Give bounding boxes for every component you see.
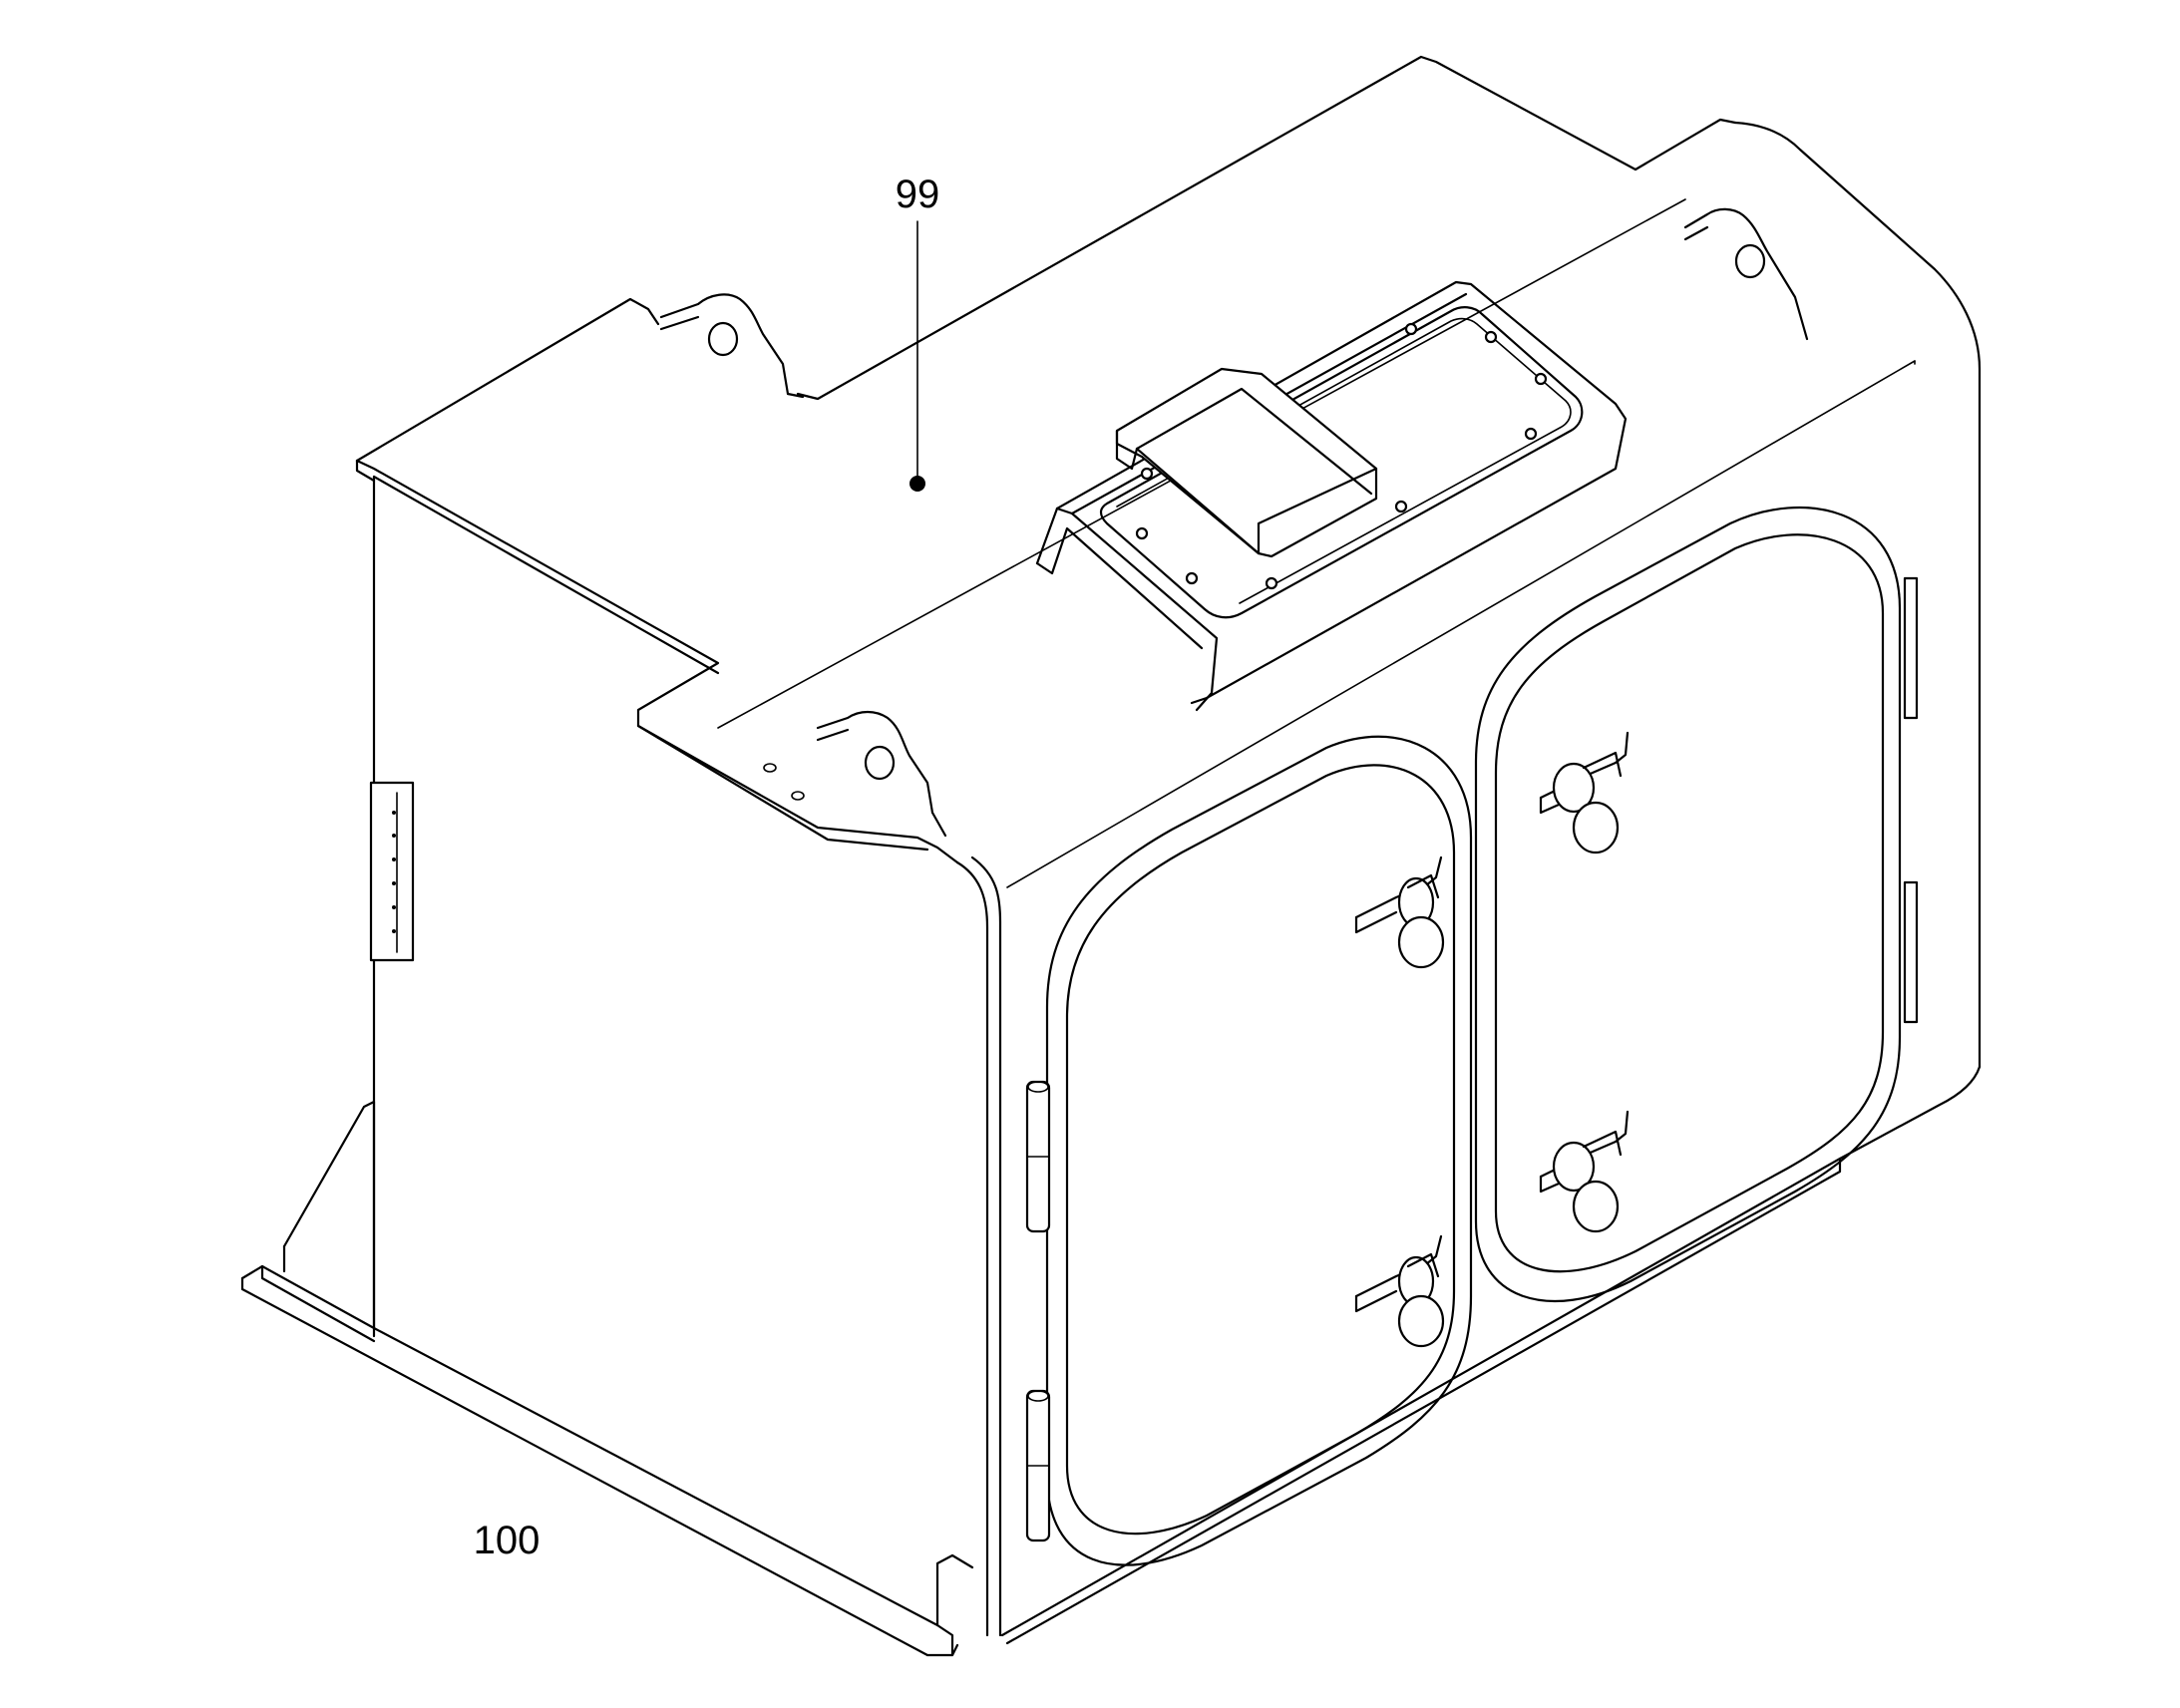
left-side-panel bbox=[355, 459, 1002, 1637]
lifting-lug-left-top bbox=[659, 293, 805, 399]
top-hatch-frame bbox=[1035, 280, 1628, 712]
base-plate bbox=[240, 1100, 974, 1657]
latch-3 bbox=[1539, 731, 1630, 854]
access-door-right bbox=[1474, 506, 1919, 1303]
callout-100-label: 100 bbox=[474, 1519, 541, 1562]
lifting-lug-right bbox=[1683, 207, 1809, 341]
vent-box bbox=[1115, 367, 1378, 558]
top-surface bbox=[355, 55, 1982, 1645]
lifting-lug-front bbox=[763, 710, 947, 838]
latch-2 bbox=[1354, 1234, 1445, 1348]
callout-100: 100 bbox=[474, 1519, 541, 1562]
latch-4 bbox=[1539, 1110, 1630, 1233]
latch-1 bbox=[1354, 855, 1445, 969]
callout-99-leader-dot bbox=[909, 476, 925, 492]
callout-99: 99 bbox=[896, 172, 940, 492]
callout-99-label: 99 bbox=[896, 172, 940, 216]
access-door-left bbox=[1025, 735, 1473, 1566]
